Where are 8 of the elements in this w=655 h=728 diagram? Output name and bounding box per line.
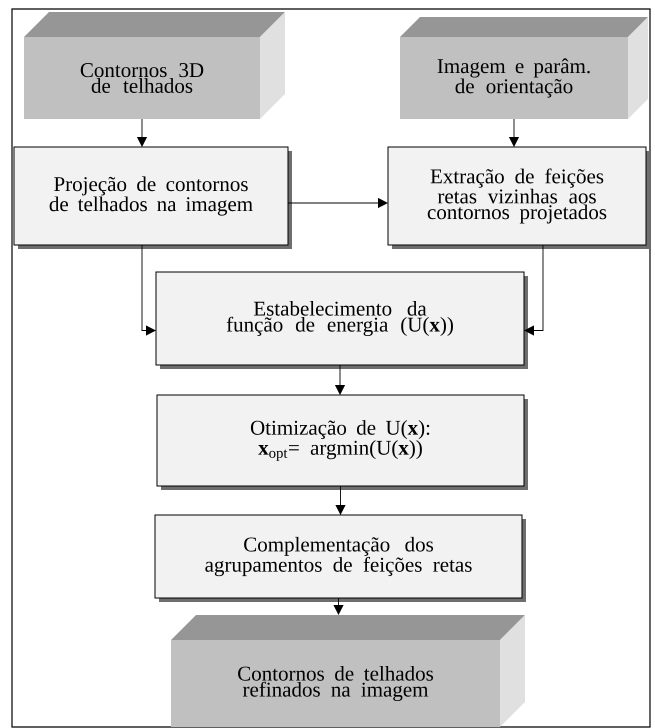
cuboid-box: Contornos 3D de telhados <box>24 12 285 119</box>
process-box: Estabelecimento da função de energia (U(x)) <box>156 272 528 369</box>
process-box: Projeção de contornos de telhados na imagem <box>14 146 292 249</box>
process-box: Otimização de U(x): x$_{opt}$= argmin(U(x)) <box>156 394 528 490</box>
process-box: Extração de feições retas vizinhas aos contornos projetados <box>388 146 650 249</box>
cuboid-box: Imagem e parâm. de orientação <box>400 17 648 119</box>
process-box: Complementação dos agrupamentos de feições retas <box>154 514 526 602</box>
cuboid-box: Contornos de telhados refinados na imagem <box>171 615 525 727</box>
